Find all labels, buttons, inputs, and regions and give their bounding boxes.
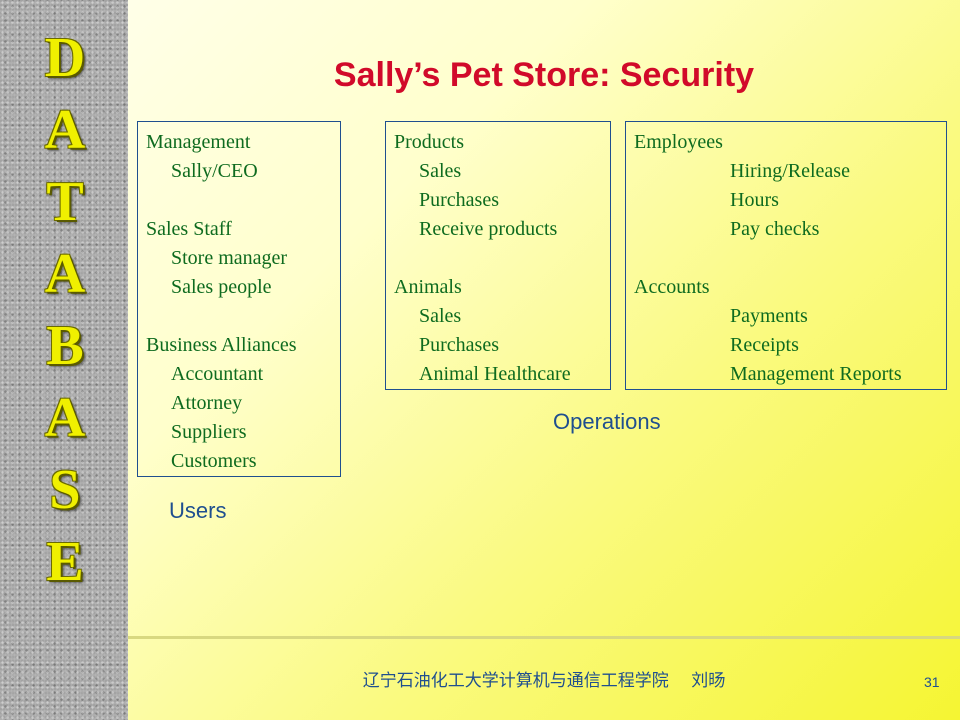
sidebar-letter: A	[44, 99, 86, 161]
spacer	[146, 302, 332, 331]
page-number: 31	[924, 674, 940, 690]
group-heading: Employees	[634, 131, 723, 153]
products-box: Products Sales Purchases Receive product…	[385, 121, 611, 390]
users-caption: Users	[169, 498, 227, 523]
group-item: Sales	[419, 160, 462, 182]
sidebar-letter: D	[44, 27, 86, 89]
group-item: Accountant	[171, 363, 264, 385]
group-item: Hiring/Release	[730, 160, 850, 182]
group-heading: Management	[146, 131, 251, 153]
group-item: Purchases	[419, 189, 499, 211]
group-item: Customers	[171, 450, 257, 472]
footer-divider	[128, 636, 960, 639]
spacer	[634, 244, 938, 273]
group-item: Store manager	[171, 247, 288, 269]
group-heading: Animals	[394, 276, 462, 298]
group-heading: Business Alliances	[146, 334, 297, 356]
users-box: Management Sally/CEO Sales Staff Store m…	[137, 121, 341, 477]
sidebar-letter: A	[44, 243, 86, 305]
sidebar-letter: A	[44, 387, 86, 449]
group-heading: Accounts	[634, 276, 710, 298]
spacer	[146, 186, 332, 215]
group-item: Animal Healthcare	[419, 363, 571, 385]
group-item: Attorney	[171, 392, 243, 414]
sidebar-letter: S	[49, 459, 81, 521]
footer-institution: 辽宁石油化工大学计算机与通信工程学院 刘旸	[362, 671, 726, 691]
sidebar-texture: D A T A B A S E	[0, 0, 128, 720]
slide-title: Sally’s Pet Store: Security	[333, 56, 755, 94]
group-item: Sales	[419, 305, 462, 327]
employees-box: Employees Hiring/Release Hours Pay check…	[625, 121, 947, 390]
operations-caption: Operations	[553, 409, 661, 434]
group-item: Receipts	[730, 334, 799, 356]
group-heading: Products	[394, 131, 464, 153]
group-item: Management Reports	[730, 363, 902, 385]
sidebar-letter: E	[46, 531, 84, 593]
group-item: Payments	[730, 305, 808, 327]
sidebar-letter: B	[46, 315, 84, 377]
group-item: Purchases	[419, 334, 499, 356]
group-item: Pay checks	[730, 218, 820, 240]
group-item: Sally/CEO	[171, 160, 258, 182]
group-item: Hours	[730, 189, 779, 211]
group-heading: Sales Staff	[146, 218, 232, 240]
spacer	[394, 244, 602, 273]
group-item: Sales people	[171, 276, 272, 298]
database-vertical-logo: D A T A B A S E	[30, 22, 100, 598]
group-item: Suppliers	[171, 421, 247, 443]
sidebar-letter: T	[46, 171, 84, 233]
group-item: Receive products	[419, 218, 558, 240]
